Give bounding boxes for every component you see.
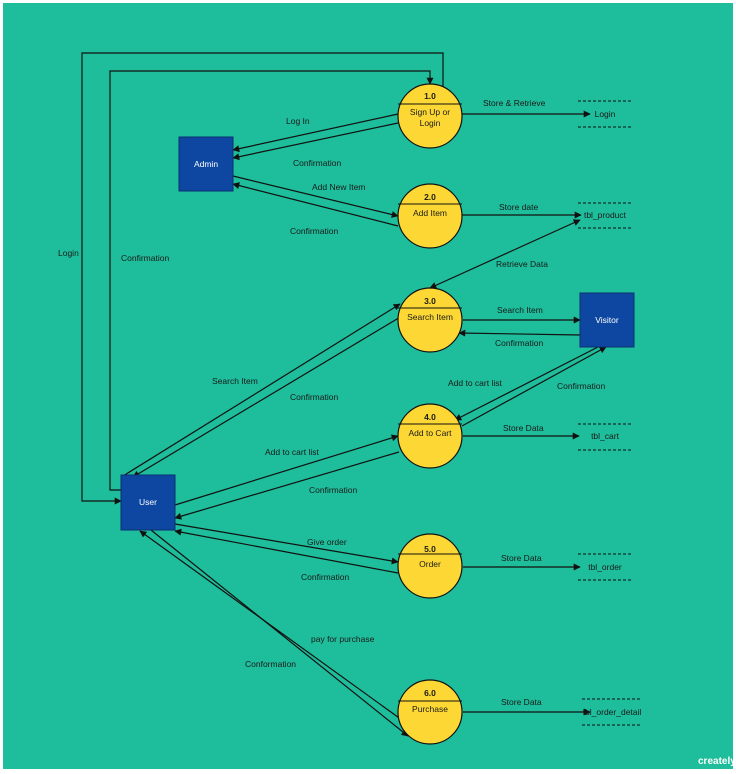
flow-user-login-confirm bbox=[109, 70, 434, 491]
flow-admin-login-confirm bbox=[232, 122, 399, 161]
label-visitor-search-confirm: Confirmation bbox=[495, 338, 543, 348]
flow-user-order-confirm bbox=[174, 528, 399, 574]
process-3-0-id: 3.0 bbox=[424, 296, 436, 306]
flow-user-pay-confirm bbox=[139, 530, 403, 721]
entity-visitor-label: Visitor bbox=[595, 315, 619, 325]
label-admin-add-confirm: Confirmation bbox=[290, 226, 338, 236]
creately-logo: creately bbox=[698, 756, 736, 767]
process-1-0: 1.0 Sign Up or Login bbox=[397, 83, 463, 149]
entity-visitor: Visitor bbox=[579, 292, 635, 348]
process-5-0-name: Order bbox=[419, 559, 441, 569]
datastore-tbl-order-label: tbl_order bbox=[588, 562, 622, 572]
label-user-pay-confirm: Conformation bbox=[245, 659, 296, 669]
entity-user: User bbox=[120, 474, 176, 531]
entity-user-label: User bbox=[139, 497, 157, 507]
process-5-0: 5.0 Order bbox=[397, 533, 463, 599]
process-4-0-name: Add to Cart bbox=[409, 428, 453, 438]
flow-admin-add-item bbox=[232, 175, 399, 218]
datastore-tbl-order-detail: tbl_order_detail bbox=[582, 698, 642, 726]
flow-user-search-confirm bbox=[132, 315, 403, 478]
entity-admin: Admin bbox=[178, 136, 234, 192]
datastore-tbl-cart-label: tbl_cart bbox=[591, 431, 620, 441]
process-6-0-id: 6.0 bbox=[424, 688, 436, 698]
label-user-pay: pay for purchase bbox=[311, 634, 375, 644]
process-2-0-id: 2.0 bbox=[424, 192, 436, 202]
process-1-0-name-line1: Sign Up or bbox=[410, 107, 450, 117]
label-user-cart: Add to cart list bbox=[265, 447, 319, 457]
flow-user-pay bbox=[150, 529, 409, 737]
process-4-0-id: 4.0 bbox=[424, 412, 436, 422]
label-user-order-confirm: Confirmation bbox=[301, 572, 349, 582]
flow-visitor-cart-confirm bbox=[461, 346, 607, 427]
flow-user-cart-confirm bbox=[174, 451, 400, 520]
process-2-0-name: Add Item bbox=[413, 208, 447, 218]
label-admin-login: Log In bbox=[286, 116, 310, 126]
flow-user-cart bbox=[174, 434, 399, 506]
process-3-0: 3.0 Search Item bbox=[397, 287, 463, 353]
flow-user-login bbox=[81, 52, 444, 505]
label-retrieve-data: Retrieve Data bbox=[496, 259, 548, 269]
label-admin-login-confirm: Confirmation bbox=[293, 158, 341, 168]
label-visitor-cart: Add to cart list bbox=[448, 378, 502, 388]
diagram-background bbox=[3, 3, 733, 769]
datastore-tbl-order: tbl_order bbox=[578, 553, 632, 581]
process-3-0-name: Search Item bbox=[407, 312, 453, 322]
datastore-tbl-product-label: tbl_product bbox=[584, 210, 627, 220]
process-6-0-name: Purchase bbox=[412, 704, 448, 714]
process-2-0: 2.0 Add Item bbox=[397, 183, 463, 249]
label-order-store: Store Data bbox=[501, 553, 542, 563]
flow-visitor-cart bbox=[454, 346, 599, 421]
label-purchase-store: Store Data bbox=[501, 697, 542, 707]
label-visitor-search: Search Item bbox=[497, 305, 543, 315]
label-user-search-confirm: Confirmation bbox=[290, 392, 338, 402]
label-store-date: Store date bbox=[499, 202, 538, 212]
entity-admin-label: Admin bbox=[194, 159, 218, 169]
label-user-cart-confirm: Confirmation bbox=[309, 485, 357, 495]
datastore-login-label: Login bbox=[595, 109, 616, 119]
label-store-retrieve: Store & Retrieve bbox=[483, 98, 546, 108]
label-admin-add-item: Add New Item bbox=[312, 182, 365, 192]
flow-retrieve-data bbox=[429, 219, 581, 289]
label-visitor-cart-confirm: Confirmation bbox=[557, 381, 605, 391]
flow-user-order bbox=[174, 523, 399, 565]
flow-admin-login bbox=[232, 113, 399, 153]
label-user-login: Login bbox=[58, 248, 79, 258]
datastore-login: Login bbox=[578, 100, 632, 128]
datastore-tbl-order-detail-label: tbl_order_detail bbox=[583, 707, 642, 717]
label-user-search: Search Item bbox=[212, 376, 258, 386]
process-4-0: 4.0 Add to Cart bbox=[397, 403, 463, 469]
flow-user-search bbox=[122, 303, 401, 477]
flow-visitor-search-confirm bbox=[458, 329, 581, 337]
label-user-login-confirm: Confirmation bbox=[121, 253, 169, 263]
datastore-tbl-cart: tbl_cart bbox=[578, 423, 632, 451]
process-1-0-name-line2: Login bbox=[420, 118, 441, 128]
process-1-0-id: 1.0 bbox=[424, 91, 436, 101]
flow-admin-add-confirm bbox=[232, 182, 399, 227]
process-5-0-id: 5.0 bbox=[424, 544, 436, 554]
creately-logo-text: creately bbox=[698, 756, 736, 767]
datastore-tbl-product: tbl_product bbox=[578, 202, 632, 229]
label-user-order: Give order bbox=[307, 537, 347, 547]
process-6-0: 6.0 Purchase bbox=[397, 679, 463, 745]
label-cart-store: Store Data bbox=[503, 423, 544, 433]
